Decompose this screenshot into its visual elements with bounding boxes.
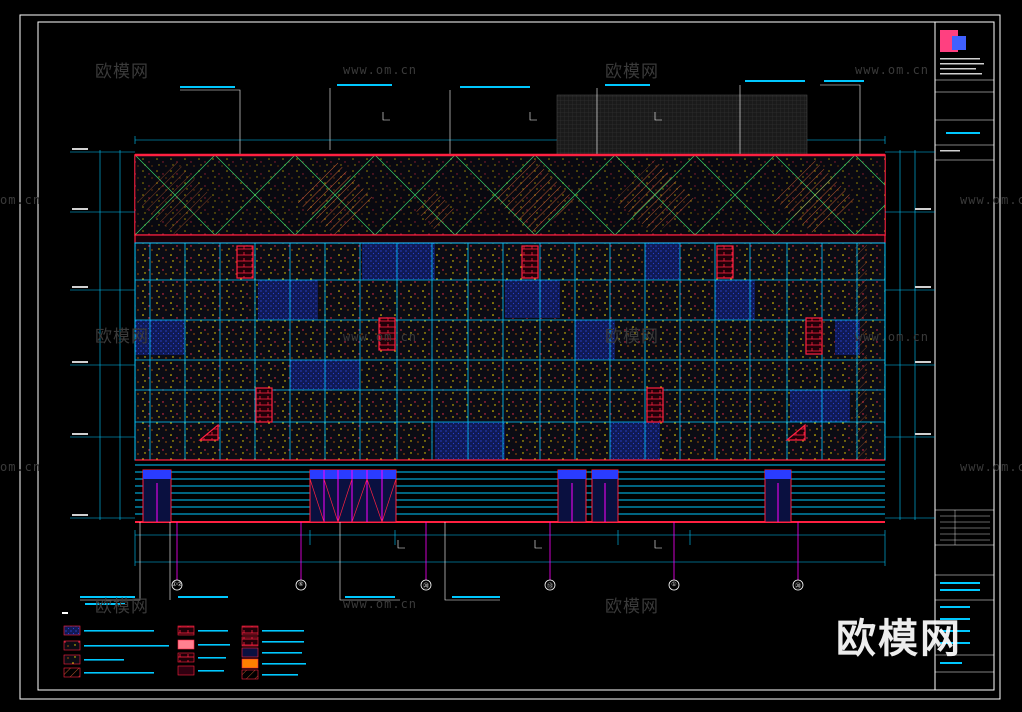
- ground-floor-band: [135, 459, 885, 523]
- grid-axis-label-6: ⑳: [794, 583, 801, 590]
- watermark-url-5: www.om.cn: [343, 597, 418, 611]
- watermark-brand-6: 欧模网: [605, 597, 659, 617]
- inner-frame: [37, 21, 995, 691]
- watermark-brand-3: 欧模网: [95, 327, 149, 347]
- callout-labels-top: [180, 80, 864, 88]
- corner-brand-logo: 欧模网: [836, 616, 962, 662]
- watermark-url-2: www.om.cn: [855, 63, 930, 77]
- grid-axis-label-4: ⑬: [546, 583, 553, 590]
- roof-equipment-patch: [556, 94, 808, 156]
- section-markers: [382, 112, 662, 549]
- grid-axis-leaders: [176, 522, 799, 580]
- watermark-url-left-2: om.cn: [0, 460, 42, 474]
- grid-axis-label-3: ⑳: [422, 583, 429, 590]
- title-block: [934, 22, 994, 690]
- watermark-url-right-2: www.om.cn: [960, 460, 1022, 474]
- watermark-url-4: www.om.cn: [855, 330, 930, 344]
- watermark-brand-2: 欧模网: [605, 62, 659, 82]
- upper-lattice-band: [134, 153, 886, 244]
- grid-axis-label-2: ⑥: [298, 581, 304, 588]
- material-legend: [62, 612, 306, 680]
- watermark-url-right-1: www.om.cn: [960, 193, 1022, 207]
- watermark-brand-1: 欧模网: [95, 62, 149, 82]
- watermark-url-3: www.om.cn: [343, 330, 418, 344]
- level-marker-labels: [72, 148, 931, 516]
- outer-frame: [19, 14, 1001, 700]
- watermark-brand-5: 欧模网: [95, 597, 149, 617]
- watermark-brand-4: 欧模网: [605, 327, 659, 347]
- watermark-url-left-1: om.cn: [0, 193, 42, 207]
- facade-panel-grid: [134, 242, 886, 461]
- level-markers: [70, 150, 935, 520]
- watermark-url-1: www.om.cn: [343, 63, 418, 77]
- callout-leaders-bottom: [80, 522, 500, 601]
- bottom-dimension-lines: [134, 530, 886, 566]
- window-insets: [198, 245, 823, 441]
- grid-axis-label-1: ①②: [171, 581, 183, 588]
- callout-labels-bottom: [80, 596, 500, 605]
- entrance-doors: [142, 469, 792, 523]
- grid-axis-bubbles: [171, 579, 804, 591]
- grid-axis-label-5: ①: [671, 581, 677, 588]
